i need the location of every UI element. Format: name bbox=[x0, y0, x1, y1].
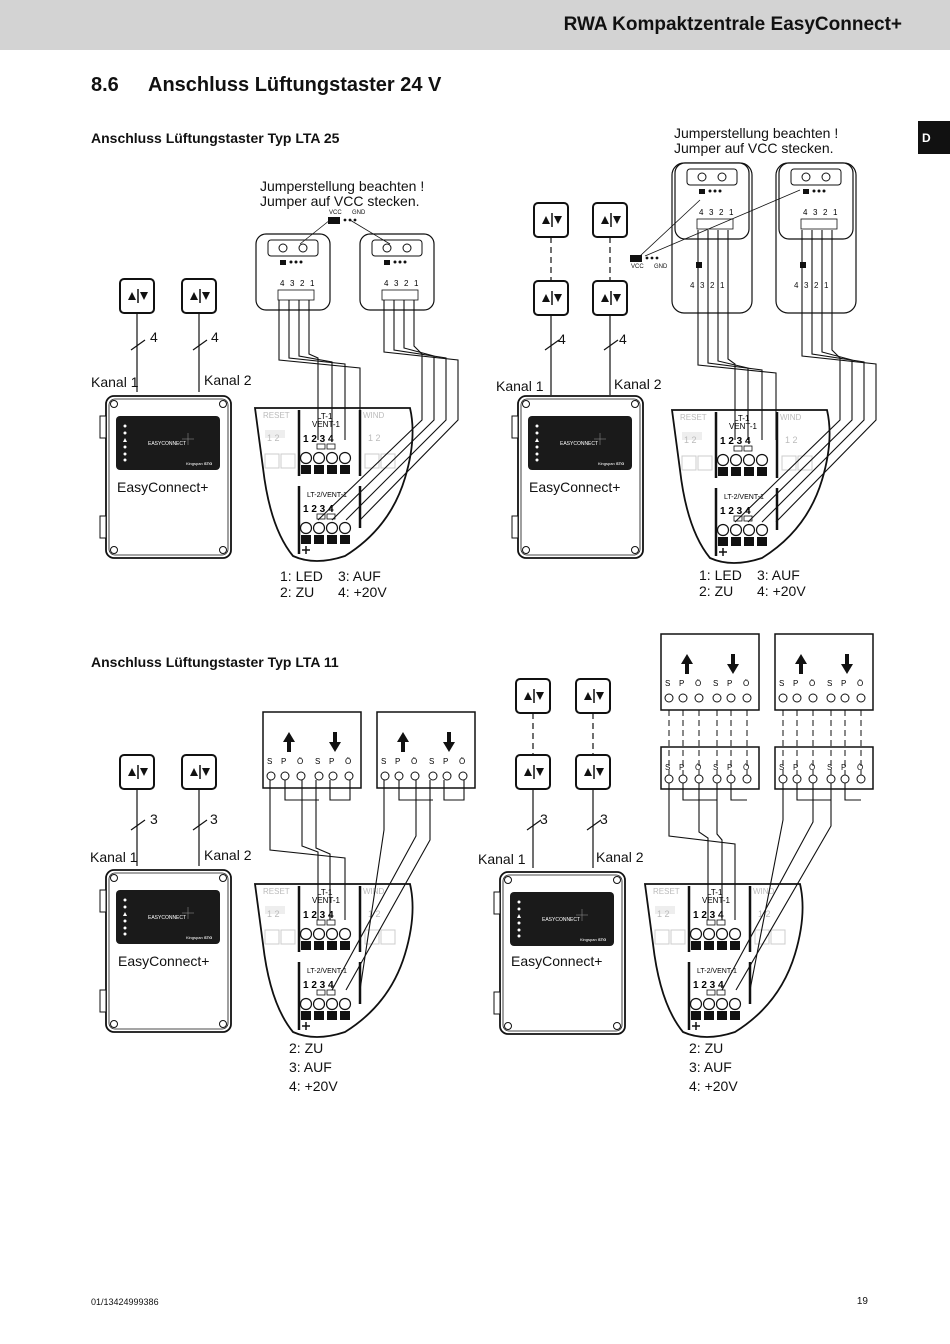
svg-text:S: S bbox=[827, 763, 832, 772]
legend-c-auf: 3: AUF bbox=[289, 1059, 332, 1075]
legend-a-zu: 2: ZU bbox=[280, 584, 314, 600]
svg-text:P: P bbox=[793, 763, 798, 772]
svg-text:Ö: Ö bbox=[857, 763, 863, 772]
legend-c-20v: 4: +20V bbox=[289, 1078, 338, 1094]
subtitle-lta11: Anschluss Lüftungstaster Typ LTA 11 bbox=[91, 654, 339, 670]
jumper-gnd-label-2: GND bbox=[654, 264, 668, 270]
legend-b-zu: 2: ZU bbox=[699, 583, 733, 599]
legend-a-led: 1: LED bbox=[280, 568, 323, 584]
legend-b-20v: 4: +20V bbox=[757, 583, 806, 599]
kanal1-label-a: Kanal 1 bbox=[91, 374, 139, 390]
wire-count-b1: 4 bbox=[558, 331, 566, 347]
section-heading: 8.6 Anschluss Lüftungstaster 24 V bbox=[91, 74, 441, 97]
svg-text:Ö: Ö bbox=[695, 763, 701, 772]
svg-text:4: 4 bbox=[794, 281, 799, 290]
device-name-d: EasyConnect+ bbox=[511, 953, 602, 969]
subtitle-lta25: Anschluss Lüftungstaster Typ LTA 25 bbox=[91, 130, 340, 146]
svg-text:3: 3 bbox=[804, 281, 809, 290]
kanal2-label-d: Kanal 2 bbox=[596, 849, 644, 865]
diagram-lta25-left bbox=[99, 217, 459, 563]
document-title: RWA Kompaktzentrale EasyConnect+ bbox=[563, 14, 902, 35]
device-name-b: EasyConnect+ bbox=[529, 479, 620, 495]
wire-count-b2: 4 bbox=[619, 331, 627, 347]
kanal1-label-b: Kanal 1 bbox=[496, 378, 544, 394]
jumper-note-1-line1: Jumperstellung beachten ! bbox=[260, 178, 424, 194]
page-number: 19 bbox=[856, 1296, 868, 1307]
device-logo-b: EASYCONNECT bbox=[560, 441, 598, 447]
svg-text:3: 3 bbox=[700, 281, 705, 290]
kanal2-label-a: Kanal 2 bbox=[204, 372, 252, 388]
device-logo-c: EASYCONNECT bbox=[148, 915, 186, 921]
header-bar bbox=[0, 0, 950, 50]
legend-a-20v: 4: +20V bbox=[338, 584, 387, 600]
wire-count-d1: 3 bbox=[540, 811, 548, 827]
svg-text:P: P bbox=[727, 763, 732, 772]
device-logo-d: EASYCONNECT bbox=[542, 917, 580, 923]
svg-text:P: P bbox=[841, 763, 846, 772]
svg-text:1: 1 bbox=[720, 281, 725, 290]
legend-b-led: 1: LED bbox=[699, 567, 742, 583]
kanal1-label-c: Kanal 1 bbox=[90, 849, 138, 865]
svg-text:S: S bbox=[779, 763, 784, 772]
legend-a-auf: 3: AUF bbox=[338, 568, 381, 584]
legend-d-20v: 4: +20V bbox=[689, 1078, 738, 1094]
kanal2-label-b: Kanal 2 bbox=[614, 376, 662, 392]
svg-text:1: 1 bbox=[824, 281, 829, 290]
legend-c-zu: 2: ZU bbox=[289, 1040, 323, 1056]
device-name-a: EasyConnect+ bbox=[117, 479, 208, 495]
jumper-gnd-label-1: GND bbox=[352, 210, 366, 216]
jumper-note-2-line1: Jumperstellung beachten ! bbox=[674, 125, 838, 141]
footer-document-code: 01/13424999386 bbox=[91, 1297, 159, 1307]
kanal2-label-c: Kanal 2 bbox=[204, 847, 252, 863]
wire-count-d2: 3 bbox=[600, 811, 608, 827]
svg-text:Ö: Ö bbox=[743, 763, 749, 772]
section-title: Anschluss Lüftungstaster 24 V bbox=[148, 74, 442, 96]
language-tab: D bbox=[918, 121, 950, 154]
svg-text:S: S bbox=[665, 763, 670, 772]
svg-text:P: P bbox=[679, 763, 684, 772]
svg-text:Ö: Ö bbox=[809, 763, 815, 772]
device-logo-a: EASYCONNECT bbox=[148, 441, 186, 447]
kanal1-label-d: Kanal 1 bbox=[478, 851, 526, 867]
wire-count-c2: 3 bbox=[210, 811, 218, 827]
diagram-lta11-left bbox=[99, 711, 476, 1039]
svg-text:4: 4 bbox=[690, 281, 695, 290]
legend-d-auf: 3: AUF bbox=[689, 1059, 732, 1075]
legend-d-zu: 2: ZU bbox=[689, 1040, 723, 1056]
jumper-vcc-label-2: VCC bbox=[631, 264, 644, 270]
jumper-note-1-line2: Jumper auf VCC stecken. bbox=[260, 193, 420, 209]
legend-b-auf: 3: AUF bbox=[757, 567, 800, 583]
wire-count-a2: 4 bbox=[211, 329, 219, 345]
jumper-note-2-line2: Jumper auf VCC stecken. bbox=[674, 140, 834, 156]
wire-count-a1: 4 bbox=[150, 329, 158, 345]
section-number: 8.6 bbox=[91, 74, 119, 96]
device-name-c: EasyConnect+ bbox=[118, 953, 209, 969]
jumper-vcc-label-1: VCC bbox=[329, 210, 342, 216]
wire-count-c1: 3 bbox=[150, 811, 158, 827]
svg-text:2: 2 bbox=[814, 281, 819, 290]
svg-text:S: S bbox=[713, 763, 718, 772]
svg-text:2: 2 bbox=[710, 281, 715, 290]
